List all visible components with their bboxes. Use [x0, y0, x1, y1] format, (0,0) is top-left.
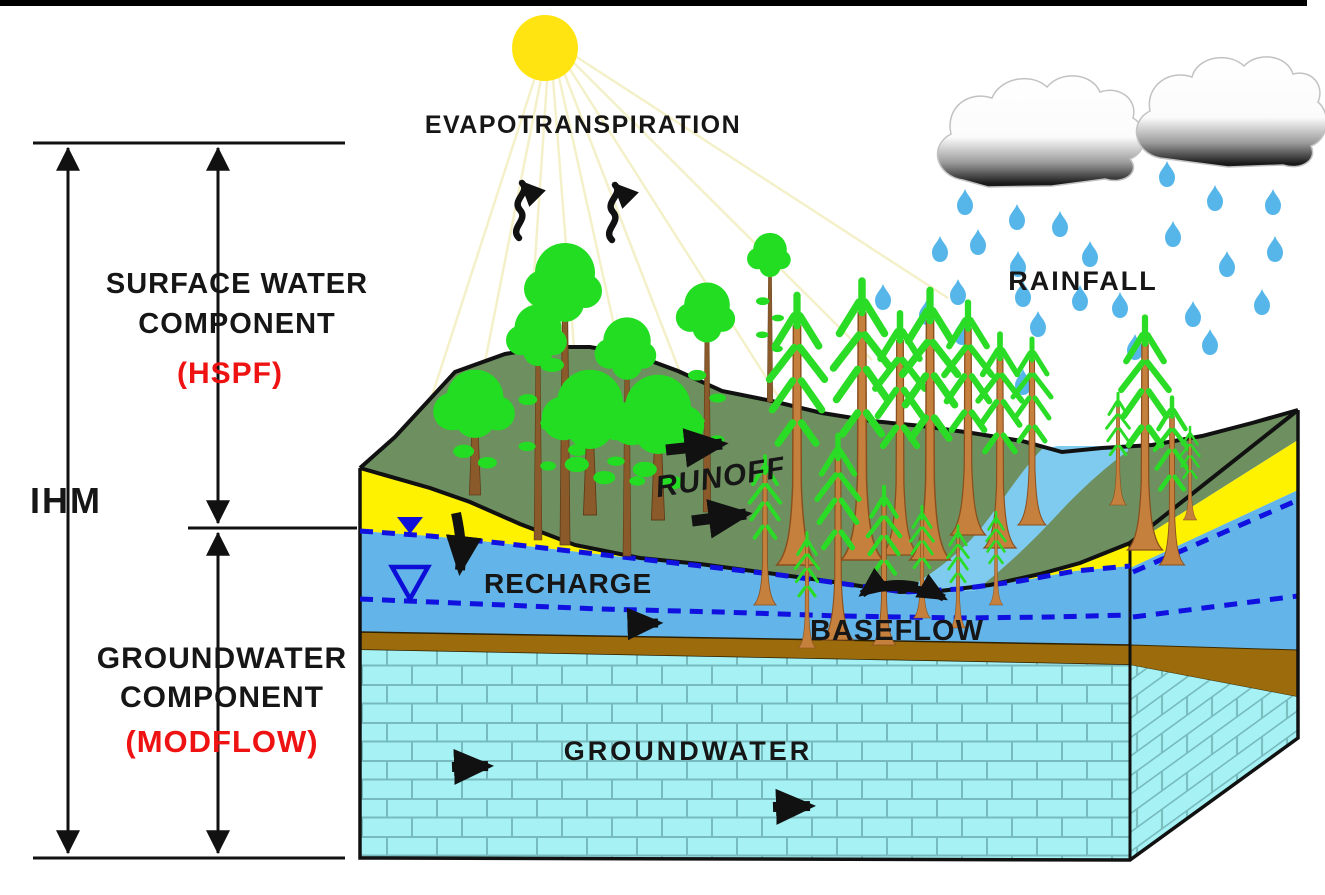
vapor-arrow-icon [605, 181, 639, 244]
groundwater-label: GROUNDWATER [564, 736, 813, 766]
soil-layer [360, 468, 1130, 592]
top-border [0, 0, 1307, 6]
cloud-icon [1135, 56, 1325, 168]
surface-component-label: SURFACE WATER COMPONENT (HSPF) [106, 268, 368, 390]
groundwater-component-line2: COMPONENT [120, 681, 324, 714]
surface-component-line1: SURFACE WATER [106, 268, 368, 300]
surface-model-label: (HSPF) [177, 357, 283, 390]
baseflow-arrow-icon [867, 573, 948, 602]
rain-cloud-left [936, 75, 1145, 188]
groundwater-component-line1: GROUNDWATER [97, 642, 347, 675]
runoff-arrow-icon [665, 428, 729, 468]
water-table-dashed-line [359, 528, 1131, 621]
groundwater-model-label: (MODFLOW) [125, 724, 318, 759]
baseflow-label: BASEFLOW [810, 615, 984, 647]
block-front-face [359, 468, 1131, 860]
groundwater-annotation: GROUNDWATER [451, 736, 816, 825]
water-table-marker-open-icon [388, 564, 432, 604]
recharge-annotation: RECHARGE [445, 511, 652, 599]
limestone-aquifer-layer [360, 650, 1130, 860]
water-table-dashed-line [1132, 497, 1299, 620]
recharge-arrow-icon [445, 511, 482, 576]
recharge-label: RECHARGE [484, 568, 652, 599]
vapor-arrows [512, 179, 639, 244]
surface-component-line2: COMPONENT [138, 308, 336, 340]
ihm-label: IHM [30, 480, 102, 521]
evapotranspiration-label: EVAPOTRANSPIRATION [425, 111, 741, 139]
rain-cloud-right [1135, 56, 1325, 168]
groundwater-component-label: GROUNDWATER COMPONENT (MODFLOW) [97, 642, 347, 759]
vapor-arrow-icon [512, 179, 546, 242]
groundwater-flow-arrow-icon [772, 788, 816, 825]
water-table-marker-filled-icon [397, 517, 423, 534]
cloud-icon [936, 75, 1145, 188]
baseflow-annotation: BASEFLOW [810, 567, 984, 647]
aquifer-flow-arrow-icon [626, 607, 664, 641]
sun-icon [512, 15, 578, 81]
groundwater-flow-arrow-icon [451, 748, 494, 785]
dimension-lines [33, 141, 357, 860]
runoff-arrow-icon [691, 499, 753, 539]
rainfall-label: RAINFALL [1008, 266, 1157, 296]
